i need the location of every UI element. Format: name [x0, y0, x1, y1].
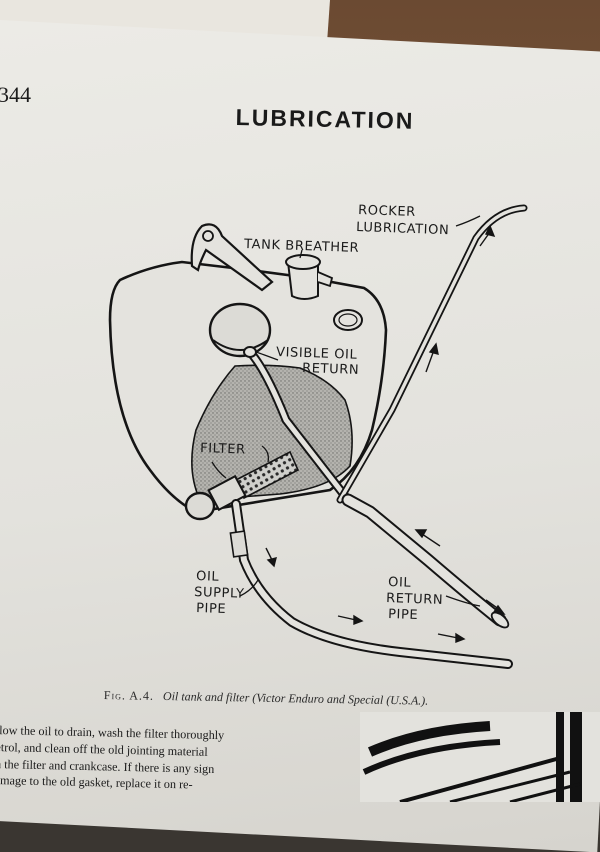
- filter-cap: [184, 491, 216, 521]
- leader-lines: [211, 215, 481, 607]
- label-visible-oil-line2: RETURN: [302, 361, 360, 378]
- label-supply-line1: OIL: [196, 569, 220, 585]
- oil-level-shading: [191, 364, 353, 501]
- filler-cap: [208, 302, 272, 358]
- label-rocker-line1: ROCKER: [358, 203, 416, 220]
- label-supply-line3: PIPE: [196, 601, 227, 617]
- oil-tank-diagram: ROCKER LUBRICATION TANK BREATHER VISIBLE…: [108, 203, 528, 669]
- mounting-bracket: [190, 223, 274, 292]
- label-filter: FILTER: [200, 441, 246, 458]
- filter-element: [184, 450, 300, 521]
- label-return-line2: RETURN: [386, 591, 444, 608]
- label-supply-line2: SUPPLY: [194, 585, 245, 602]
- body-paragraph: llow the oil to drain, wash the filter t…: [0, 722, 296, 796]
- label-tank-breather: TANK BREATHER: [243, 237, 359, 256]
- figure-number: Fig. A.4.: [103, 688, 155, 703]
- label-return-line1: OIL: [388, 575, 412, 591]
- inspection-cap: [333, 309, 363, 331]
- flow-arrows: [265, 224, 506, 644]
- wheel-photo-fragment: [360, 712, 600, 802]
- oil-supply-pipe: [231, 499, 513, 669]
- label-rocker-line2: LUBRICATION: [356, 220, 450, 238]
- label-visible-oil-line1: VISIBLE OIL: [276, 345, 358, 363]
- page-number: 344: [0, 82, 31, 107]
- tank-breather-stub: [286, 261, 319, 300]
- label-return-line3: PIPE: [388, 607, 419, 623]
